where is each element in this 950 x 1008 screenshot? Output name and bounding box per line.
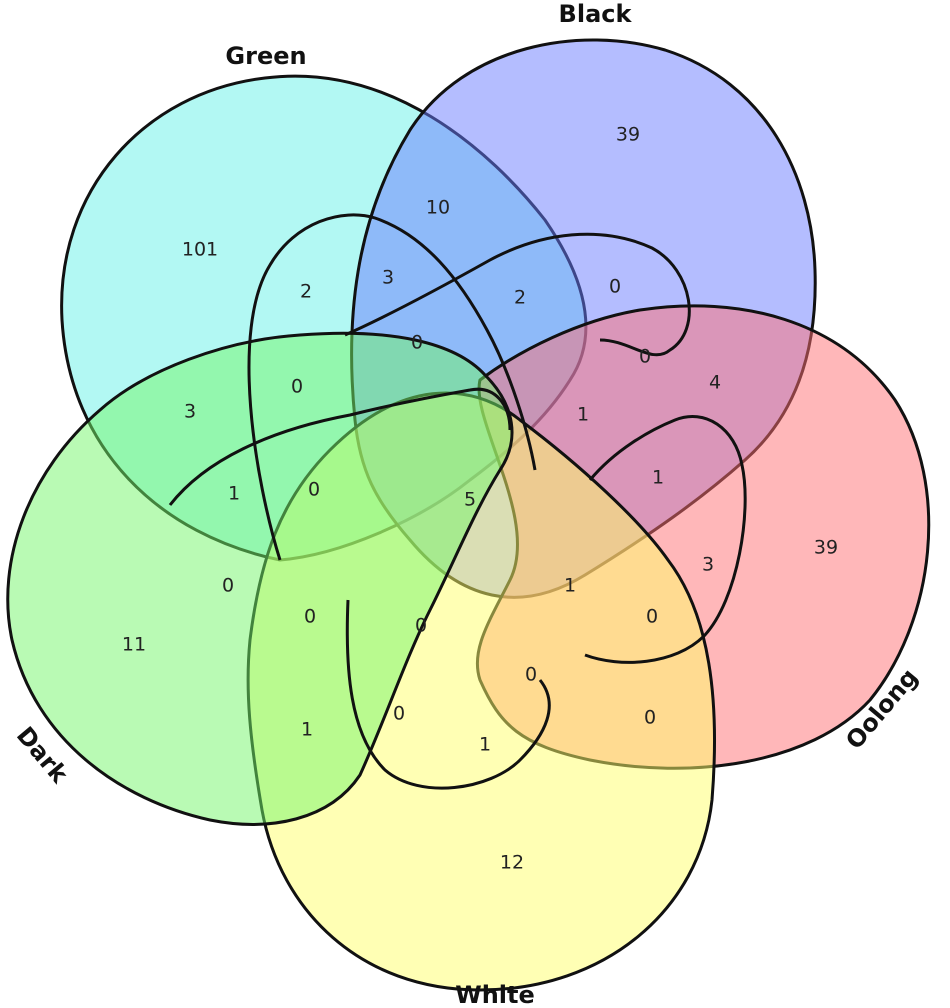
region-count-dark-only: 11 — [122, 634, 146, 656]
region-count-oolong-only: 39 — [814, 537, 838, 559]
region-count-green-only: 101 — [182, 239, 218, 261]
region-count-green-dark: 3 — [184, 401, 196, 423]
region-count-green-dark-white: 0 — [291, 376, 303, 398]
region-count-oolong-dark: 3 — [702, 554, 714, 576]
region-count-black-oolong-a: 0 — [609, 276, 621, 298]
venn-set-shapes — [6, 38, 931, 992]
set-shape-oolong-petal — [344, 232, 691, 357]
region-count-green-dark-oolong: 1 — [228, 483, 240, 505]
set-label-green: Green — [225, 42, 306, 70]
region-count-dark-black-white-oolong: 0 — [415, 615, 427, 637]
region-count-green-dark-white-2: 0 — [308, 479, 320, 501]
region-count-green-black-oolong: 2 — [514, 287, 526, 309]
region-count-dark-white-oolong-black: 0 — [525, 664, 537, 686]
set-label-black: Black — [559, 0, 633, 28]
region-count-black-only: 39 — [616, 124, 640, 146]
region-count-green-black-white-oolong: 0 — [411, 332, 423, 354]
set-shape-black-petal — [168, 387, 512, 506]
set-shape-dark-petal — [584, 415, 747, 664]
region-count-oolong-white-dark: 0 — [646, 606, 658, 628]
region-count-green-black-white: 3 — [382, 267, 394, 289]
region-count-oolong-white: 0 — [644, 707, 656, 729]
set-shape-dark[interactable] — [6, 331, 514, 826]
region-count-dark-white-black: 0 — [393, 703, 405, 725]
region-count-black-oolong-white: 1 — [652, 467, 664, 489]
set-shape-white-petal — [247, 213, 537, 561]
region-count-white-black: 1 — [479, 734, 491, 756]
region-count-green-black: 10 — [426, 197, 450, 219]
region-count-dark-oolong-white: 0 — [304, 606, 316, 628]
region-count-black-oolong-white-2: 1 — [564, 575, 576, 597]
region-count-black-oolong-b: 0 — [639, 346, 651, 368]
set-shape-green-petal — [345, 599, 551, 790]
region-count-green-black-oolong-2: 1 — [577, 404, 589, 426]
region-count-dark-oolong: 0 — [222, 575, 234, 597]
region-count-green-white: 2 — [300, 281, 312, 303]
region-count-white-only: 12 — [500, 852, 524, 874]
region-count-dark-white: 1 — [301, 719, 313, 741]
set-label-white: White — [455, 981, 535, 1008]
region-count-black-oolong-c: 4 — [709, 372, 721, 394]
region-count-all-five: 5 — [464, 489, 476, 511]
